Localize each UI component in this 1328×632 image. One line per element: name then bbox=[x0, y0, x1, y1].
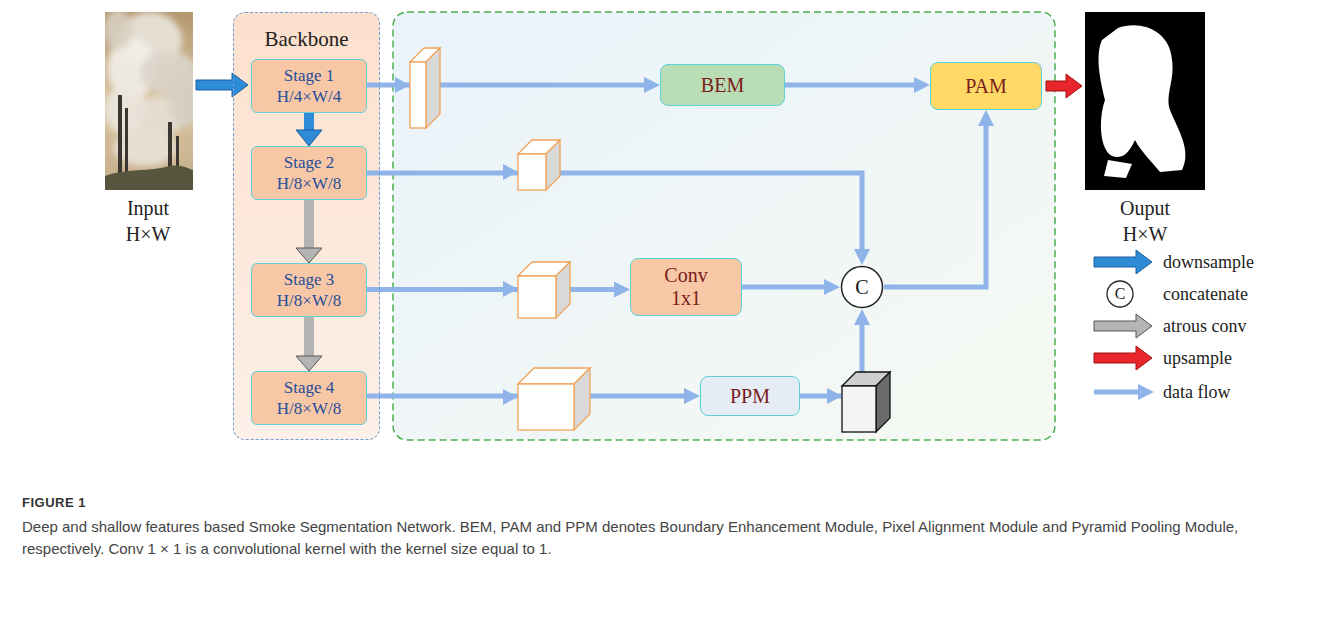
backbone-group: BackboneStage 1H/4×W/4Stage 2H/8×W/8Stag… bbox=[233, 12, 380, 440]
node-text: BEM bbox=[701, 73, 744, 97]
concat-circle: C bbox=[840, 265, 884, 309]
flow-head bbox=[827, 388, 842, 404]
upsample-arrow bbox=[1046, 74, 1082, 98]
stage-box: Stage 2H/8×W/8 bbox=[251, 146, 367, 200]
conv-box: Conv 1x1 bbox=[630, 258, 742, 316]
image-label: Ouput bbox=[1120, 198, 1170, 218]
image-label: Input bbox=[127, 198, 169, 218]
legend-swatch bbox=[1094, 384, 1154, 400]
legend-swatch bbox=[1094, 250, 1152, 274]
size-label: H×W bbox=[126, 224, 171, 244]
legend-swatch bbox=[1094, 314, 1152, 338]
downsample-arrow bbox=[196, 73, 248, 97]
legend-text: upsample bbox=[1163, 346, 1232, 370]
node-text: PPM bbox=[730, 384, 770, 408]
input-photo bbox=[105, 12, 193, 190]
stage-box: Stage 4H/8×W/8 bbox=[251, 371, 367, 425]
feature-cube bbox=[518, 140, 560, 190]
node-text: Stage 4 bbox=[284, 377, 335, 398]
size-label: H×W bbox=[1123, 224, 1168, 244]
legend-swatch bbox=[1107, 281, 1133, 307]
backbone-fill bbox=[233, 12, 380, 440]
flow-connector bbox=[742, 285, 829, 290]
legend-arrow bbox=[1094, 314, 1152, 338]
module-box: PPM bbox=[700, 376, 800, 416]
atrous-connector bbox=[304, 200, 314, 253]
stage-box: Stage 3H/8×W/8 bbox=[251, 263, 367, 317]
pooled-feature-cube bbox=[842, 372, 890, 432]
legend-line bbox=[1094, 390, 1140, 395]
legend-swatch bbox=[1094, 346, 1152, 370]
figure-title: FIGURE 1 bbox=[22, 495, 86, 510]
module-box: PAM bbox=[930, 62, 1042, 110]
flow-head bbox=[503, 281, 518, 297]
node-text: Backbone bbox=[265, 27, 349, 52]
flow-connector bbox=[884, 121, 986, 287]
atrous-connector bbox=[304, 317, 314, 361]
output-mask bbox=[1085, 12, 1205, 190]
legend-head bbox=[1138, 384, 1154, 400]
flow-head bbox=[503, 389, 518, 405]
legend-text: downsample bbox=[1163, 250, 1254, 274]
node-text: H/4×W/4 bbox=[277, 86, 341, 107]
node-text: Conv 1x1 bbox=[660, 264, 712, 310]
legend-arrow bbox=[1094, 346, 1152, 370]
figure-caption: Deep and shallow features based Smoke Se… bbox=[22, 516, 1312, 560]
node-text: H/8×W/8 bbox=[277, 173, 341, 194]
feature-cube bbox=[410, 48, 440, 128]
node-text: Stage 1 bbox=[284, 65, 335, 86]
flow-head bbox=[503, 164, 518, 180]
legend-symbol-text: C bbox=[1115, 284, 1126, 304]
legend-text: concatenate bbox=[1163, 282, 1248, 306]
legend-circle bbox=[1107, 281, 1133, 307]
flow-head bbox=[395, 77, 410, 93]
legend-text: atrous conv bbox=[1163, 314, 1246, 338]
flow-connector bbox=[367, 287, 619, 292]
feature-cube bbox=[518, 262, 570, 318]
module-box: BEM bbox=[660, 64, 785, 106]
node-text: H/8×W/8 bbox=[277, 398, 341, 419]
node-text: C bbox=[855, 276, 868, 299]
node-text: H/8×W/8 bbox=[277, 290, 341, 311]
flow-connector bbox=[785, 83, 919, 88]
flow-connector bbox=[367, 173, 862, 254]
node-text: Stage 3 bbox=[284, 269, 335, 290]
node-text: Stage 2 bbox=[284, 152, 335, 173]
down-connector bbox=[304, 113, 314, 135]
legend-text: data flow bbox=[1163, 380, 1230, 404]
node-text: PAM bbox=[965, 74, 1007, 98]
decoder-region bbox=[393, 12, 1055, 440]
feature-cube bbox=[518, 368, 590, 430]
stage-box: Stage 1H/4×W/4 bbox=[251, 59, 367, 113]
legend-arrow bbox=[1094, 250, 1152, 274]
